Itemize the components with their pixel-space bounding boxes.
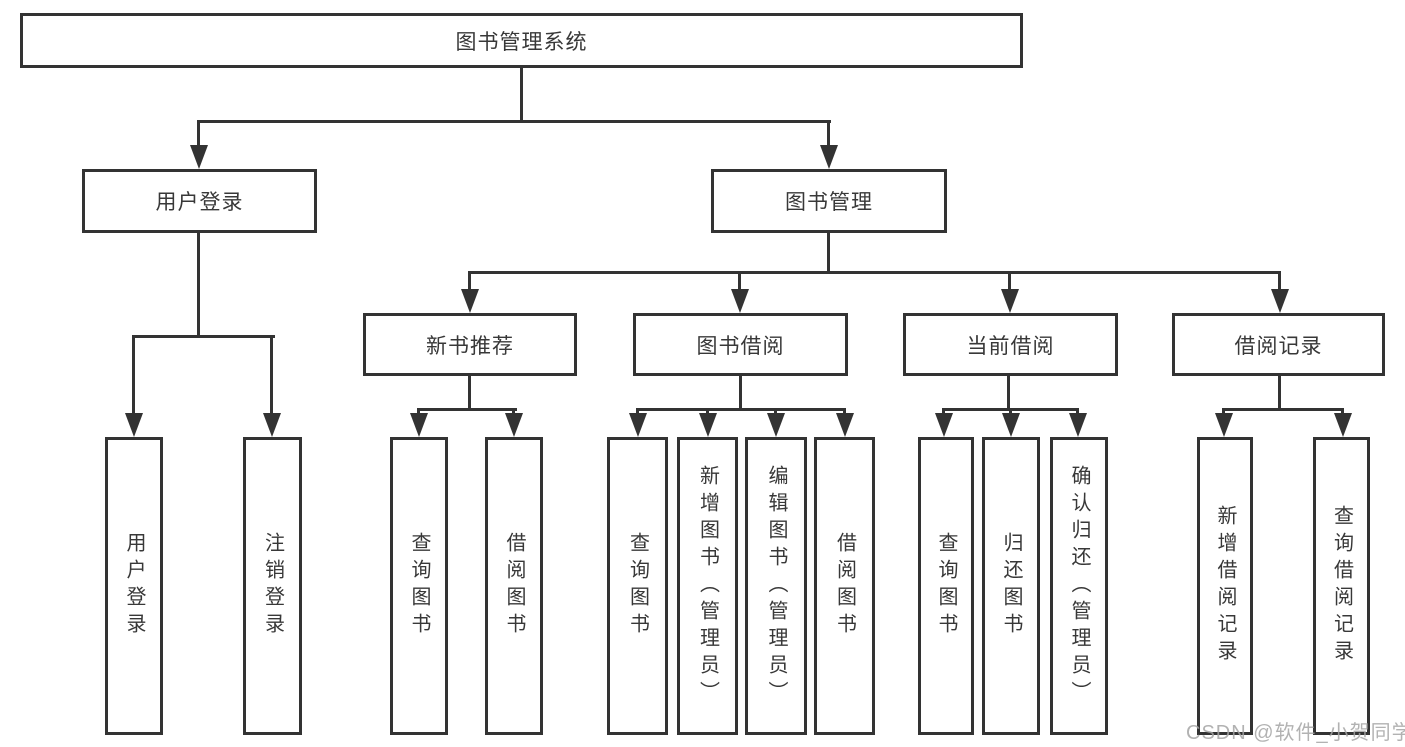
arrow-down-icon [1271, 289, 1289, 313]
arrow-down-icon [1001, 289, 1019, 313]
connector-line [468, 271, 1281, 274]
connector-line [132, 335, 275, 338]
node-current-borrowing: 当前借阅 [903, 313, 1118, 376]
leaf-add-books-admin: 新增图书（管理员） [677, 437, 738, 735]
connector-line [468, 376, 471, 408]
leaf-label: 新增借阅记录 [1214, 505, 1236, 667]
leaf-borrow-books: 借阅图书 [814, 437, 875, 735]
connector-line [417, 408, 517, 411]
arrow-down-icon [629, 413, 647, 437]
arrow-down-icon [1334, 413, 1352, 437]
leaf-label: 借阅图书 [503, 532, 525, 640]
connector-line [197, 120, 200, 150]
connector-line [270, 335, 273, 420]
leaf-label: 新增图书（管理员） [696, 464, 719, 708]
leaf-logout-login: 注销登录 [243, 437, 302, 735]
arrow-down-icon [699, 413, 717, 437]
leaf-edit-books-admin: 编辑图书（管理员） [745, 437, 807, 735]
arrow-down-icon [1069, 413, 1087, 437]
connector-line [827, 233, 830, 271]
connector-line [1007, 376, 1010, 408]
watermark-text: CSDN @软件_小贺同学 [1186, 722, 1405, 744]
arrow-down-icon [731, 289, 749, 313]
leaf-label: 编辑图书（管理员） [765, 464, 787, 708]
arrow-down-icon [1002, 413, 1020, 437]
leaf-query-borrow-record: 查询借阅记录 [1313, 437, 1370, 735]
arrow-down-icon [836, 413, 854, 437]
connector-line [738, 271, 741, 296]
arrow-down-icon [410, 413, 428, 437]
connector-line [132, 335, 135, 420]
connector-line [468, 271, 471, 296]
arrow-down-icon [505, 413, 523, 437]
arrow-down-icon [461, 289, 479, 313]
arrow-down-icon [767, 413, 785, 437]
leaf-label: 用户登录 [123, 532, 145, 640]
connector-line [197, 233, 200, 335]
connector-line [827, 120, 830, 150]
leaf-query-books-borrowing: 查询图书 [607, 437, 668, 735]
connector-line [739, 376, 742, 408]
connector-line [197, 120, 831, 123]
arrow-down-icon [820, 145, 838, 169]
connector-line [1008, 271, 1011, 296]
arrow-down-icon [1215, 413, 1233, 437]
connector-line [1278, 376, 1281, 408]
leaf-borrow-books-recommend: 借阅图书 [485, 437, 543, 735]
leaf-query-books-current: 查询图书 [918, 437, 974, 735]
node-new-book-recommendation: 新书推荐 [363, 313, 577, 376]
leaf-label: 查询借阅记录 [1330, 505, 1353, 667]
arrow-down-icon [263, 413, 281, 437]
connector-line [520, 68, 523, 120]
leaf-label: 确认归还（管理员） [1068, 464, 1090, 708]
leaf-label: 注销登录 [261, 532, 284, 640]
leaf-user-login: 用户登录 [105, 437, 163, 735]
leaf-label: 查询图书 [626, 532, 649, 640]
arrow-down-icon [190, 145, 208, 169]
connector-line [1278, 271, 1281, 296]
node-book-management: 图书管理 [711, 169, 947, 233]
leaf-query-books-recommend: 查询图书 [390, 437, 448, 735]
node-library-management-system: 图书管理系统 [20, 13, 1023, 68]
node-borrowing-records: 借阅记录 [1172, 313, 1385, 376]
leaf-return-books: 归还图书 [982, 437, 1040, 735]
leaf-label: 归还图书 [1000, 532, 1022, 640]
node-book-borrowing: 图书借阅 [633, 313, 848, 376]
leaf-label: 借阅图书 [833, 532, 856, 640]
arrow-down-icon [935, 413, 953, 437]
node-user-login: 用户登录 [82, 169, 317, 233]
connector-line [1222, 408, 1344, 411]
leaf-label: 查询图书 [408, 532, 430, 640]
connector-line [636, 408, 846, 411]
leaf-confirm-return-admin: 确认归还（管理员） [1050, 437, 1108, 735]
leaf-add-borrow-record: 新增借阅记录 [1197, 437, 1253, 735]
leaf-label: 查询图书 [935, 532, 957, 640]
arrow-down-icon [125, 413, 143, 437]
